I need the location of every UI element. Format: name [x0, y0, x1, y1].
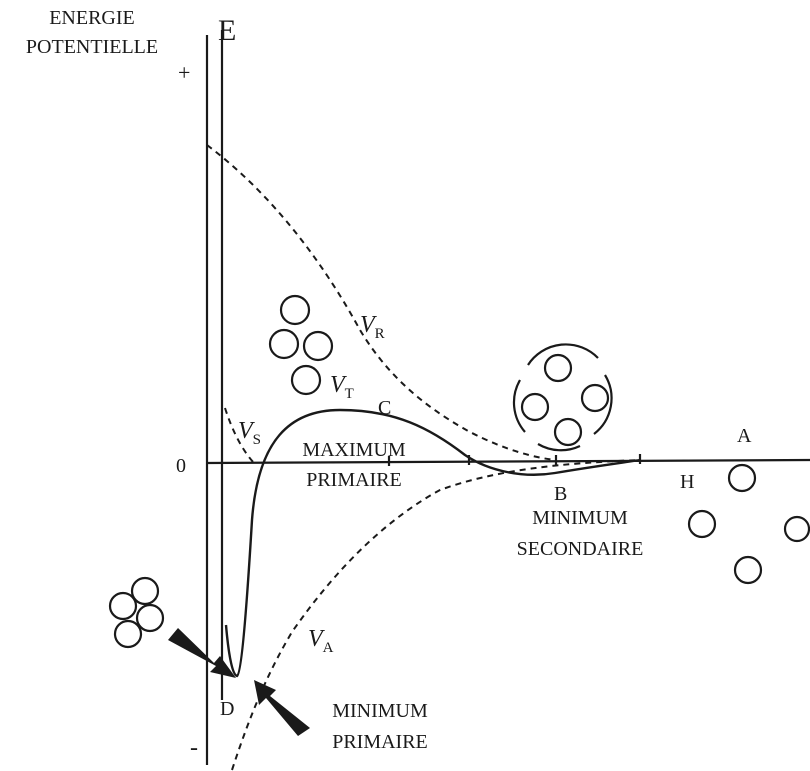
arrow-to-primary-minimum-left — [168, 628, 236, 678]
enclosing-arc-left — [512, 379, 526, 433]
v-total-label: VT — [330, 372, 354, 402]
point-d-label: D — [220, 698, 234, 720]
particle — [302, 330, 334, 362]
particle — [113, 619, 143, 649]
particle — [580, 383, 610, 413]
particle — [727, 463, 757, 493]
enclosing-arc-top — [527, 343, 599, 366]
particle — [135, 603, 165, 633]
point-b-label: B — [554, 483, 567, 505]
enclosing-arc-right — [593, 374, 613, 435]
secondary-min-line1: MINIMUM — [532, 507, 628, 529]
point-a-label: A — [737, 425, 752, 447]
arrow-to-primary-minimum-right — [254, 680, 310, 736]
particle — [108, 591, 138, 621]
distance-axis — [206, 458, 810, 465]
v-total-curve — [224, 408, 641, 678]
particle — [279, 294, 311, 326]
particle — [553, 417, 583, 447]
point-h-label: H — [680, 471, 694, 493]
particles-dispersed-cluster — [687, 463, 810, 585]
v-attractive-label: VA — [308, 626, 334, 656]
particle — [543, 353, 573, 383]
particles-secondary-minimum-cluster — [512, 343, 613, 452]
primary-max-line2: PRIMAIRE — [306, 469, 402, 491]
v-steric-curve — [224, 407, 255, 464]
v-repulsive-curve — [206, 144, 557, 461]
particle — [290, 364, 322, 396]
energy-e-label: E — [218, 14, 236, 47]
particle — [268, 328, 300, 360]
primary-min-line2: PRIMAIRE — [332, 731, 428, 753]
minus-label: - — [190, 735, 198, 761]
particle — [520, 392, 550, 422]
point-c-label: C — [378, 397, 391, 419]
curves — [206, 144, 641, 771]
axes — [205, 30, 810, 765]
secondary-min-line2: SECONDAIRE — [517, 538, 644, 560]
primary-min-line1: MINIMUM — [332, 700, 428, 722]
v-steric-label: VS — [238, 418, 261, 448]
plus-label: + — [178, 60, 190, 85]
particle — [130, 576, 160, 606]
v-attractive-curve — [231, 459, 641, 771]
particle — [783, 515, 810, 543]
axis-title-line2: POTENTIELLE — [26, 36, 158, 58]
axis-title-line1: ENERGIE — [49, 7, 135, 29]
particles-primary-minimum-cluster — [108, 576, 165, 649]
v-repulsive-label: VR — [360, 312, 385, 342]
particle — [687, 509, 717, 539]
enclosing-arc-bottom — [537, 443, 581, 452]
zero-label: 0 — [176, 455, 186, 477]
particle — [733, 555, 763, 585]
primary-max-line1: MAXIMUM — [302, 439, 406, 461]
particles-flocculated-cluster — [268, 294, 334, 396]
